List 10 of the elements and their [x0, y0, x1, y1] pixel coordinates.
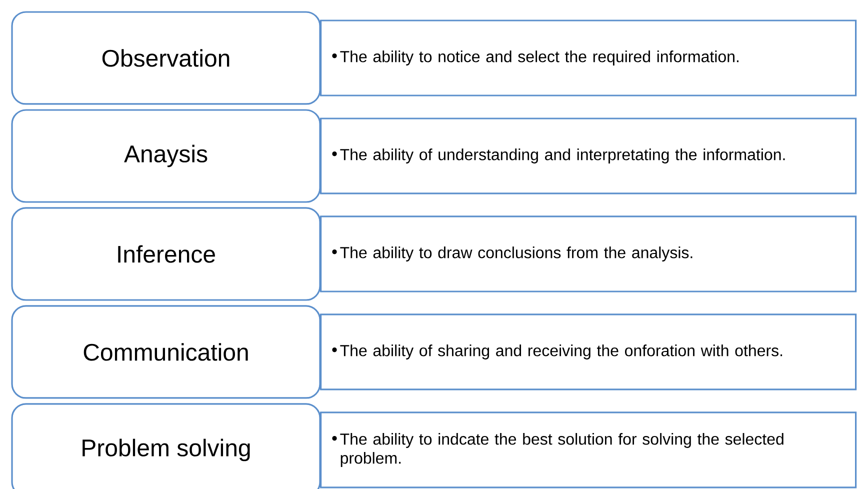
skill-box: Observation — [11, 11, 321, 105]
description-box: The ability to draw conclusions from the analysis. — [320, 216, 857, 292]
skill-box: Inference — [11, 207, 321, 301]
description-box: The ability to notice and select the required information. — [320, 20, 857, 96]
description-box: The ability to indcate the best solution for solving the selected problem. — [320, 412, 857, 488]
skill-box: Communication — [11, 305, 321, 399]
skill-box: Problem solving — [11, 403, 321, 489]
skill-box: Anaysis — [11, 109, 321, 203]
description-box: The ability of understanding and interpretating the information. — [320, 118, 857, 194]
description-box: The ability of sharing and receiving the onforation with others. — [320, 314, 857, 390]
